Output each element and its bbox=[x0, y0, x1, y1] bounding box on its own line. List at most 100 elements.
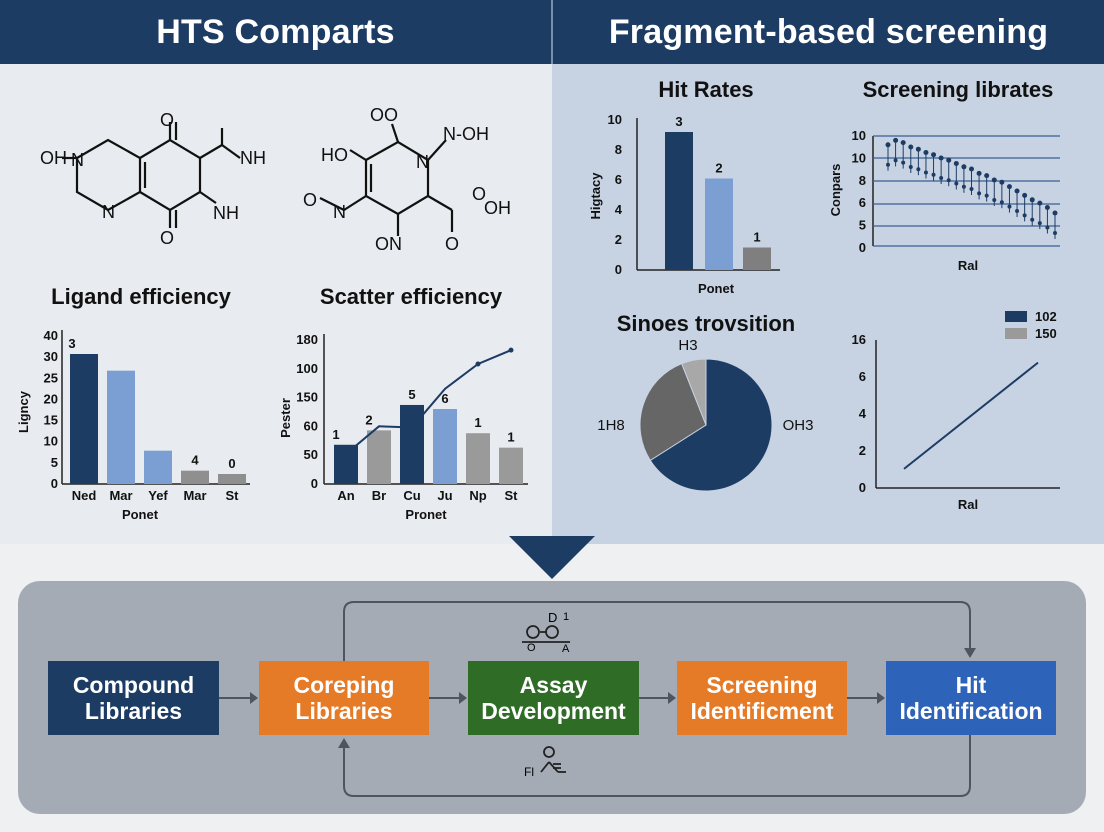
library-point bbox=[1022, 192, 1028, 198]
ligand-xtick: Yef bbox=[148, 488, 168, 503]
legend-label-2: 150 bbox=[1035, 326, 1057, 341]
scatter-ytick: 100 bbox=[296, 361, 318, 376]
library-xlabel: Ral bbox=[958, 258, 978, 273]
library-point-low bbox=[946, 178, 951, 183]
workflow-connectors bbox=[219, 601, 971, 797]
ligand-bar bbox=[181, 470, 209, 484]
scatter-xtick: Ju bbox=[437, 488, 452, 503]
library-point-low bbox=[1007, 204, 1012, 209]
library-ytick: 8 bbox=[859, 173, 866, 188]
mol1-n1-label: N bbox=[71, 150, 84, 170]
hit-bar bbox=[665, 132, 693, 270]
step-coreping-libraries[interactable]: Coreping Libraries bbox=[259, 661, 429, 735]
library-point-low bbox=[977, 191, 982, 196]
scatter-trend-point bbox=[475, 361, 481, 367]
scatter-xtick: Np bbox=[469, 488, 486, 503]
library-point bbox=[1029, 197, 1035, 203]
ligand-data-label: 4 bbox=[191, 453, 199, 468]
library-point bbox=[938, 155, 944, 161]
arrowhead-down-icon bbox=[964, 648, 976, 658]
library-point-low bbox=[954, 181, 959, 186]
ligand-ytick: 25 bbox=[44, 370, 58, 385]
line-series bbox=[903, 361, 1039, 470]
library-point bbox=[946, 157, 952, 163]
pie-slice bbox=[639, 362, 707, 462]
hit-ytick: 8 bbox=[615, 142, 622, 157]
pie-label-right: OH3 bbox=[783, 417, 814, 434]
scatter-bar bbox=[334, 444, 358, 484]
library-point-low bbox=[923, 170, 928, 175]
library-ytick: 0 bbox=[859, 240, 866, 255]
library-point-low bbox=[999, 200, 1004, 205]
library-point bbox=[1006, 184, 1012, 190]
library-point bbox=[1037, 200, 1043, 206]
hit-ylabel: Higtacy bbox=[588, 172, 603, 220]
library-point bbox=[893, 137, 899, 143]
hit-data-label: 1 bbox=[753, 230, 760, 245]
library-point bbox=[908, 144, 914, 150]
scatter-bar bbox=[466, 433, 490, 484]
step-compound-libraries[interactable]: Compound Libraries bbox=[48, 661, 219, 735]
library-point-low bbox=[908, 165, 913, 169]
library-point-low bbox=[1053, 231, 1057, 235]
hit-bar bbox=[705, 178, 733, 270]
hit-bar bbox=[743, 247, 771, 270]
ligand-ytick: 30 bbox=[44, 349, 58, 364]
scatter-chart-title: Scatter efficiency bbox=[320, 284, 503, 309]
mol1-o-bot-label: O bbox=[160, 228, 174, 248]
hit-ytick: 10 bbox=[608, 112, 622, 127]
arrowhead-1-icon bbox=[250, 692, 258, 704]
step-hit-identification[interactable]: Hit Identification bbox=[886, 661, 1056, 735]
library-point-low bbox=[1022, 213, 1027, 218]
scatter-xtick: Br bbox=[372, 488, 386, 503]
mol2-oo-label: OO bbox=[370, 105, 398, 125]
ligand-xtick: Ned bbox=[72, 488, 97, 503]
library-point bbox=[923, 150, 929, 155]
library-point-low bbox=[1030, 217, 1035, 222]
step-screening-label: Screening Identificment bbox=[690, 672, 834, 724]
library-point bbox=[900, 140, 906, 146]
scatter-ytick: 60 bbox=[304, 418, 318, 433]
library-point bbox=[885, 142, 891, 148]
mol2-ho-label: HO bbox=[321, 145, 348, 165]
scatter-data-label: 2 bbox=[365, 412, 372, 427]
step-hit-label: Hit Identification bbox=[899, 672, 1043, 724]
scatter-data-label: 6 bbox=[441, 391, 448, 406]
hit-ytick: 0 bbox=[615, 262, 622, 277]
ligand-xtick: St bbox=[226, 488, 240, 503]
scatter-ytick: 180 bbox=[296, 332, 318, 347]
library-ytick: 10 bbox=[852, 150, 866, 165]
ligand-ytick: 20 bbox=[44, 391, 58, 406]
mol2-o-right-label: O bbox=[472, 184, 486, 204]
ligand-ylabel: Ligncy bbox=[16, 390, 31, 433]
ligand-data-label: 0 bbox=[228, 456, 235, 471]
scatter-ytick: 150 bbox=[296, 390, 318, 405]
line-ytick: 4 bbox=[859, 406, 867, 421]
library-point bbox=[976, 170, 982, 176]
step-screening-identificment[interactable]: Screening Identificment bbox=[677, 661, 847, 735]
bottom-icon-label-fl: Fl bbox=[524, 765, 534, 779]
line-xlabel: Ral bbox=[958, 497, 978, 512]
library-point-low bbox=[886, 162, 890, 167]
step-coreping-label: Coreping Libraries bbox=[293, 672, 395, 724]
hit-ytick: 6 bbox=[615, 172, 622, 187]
mol2-o-left-label: O bbox=[303, 190, 317, 210]
library-point bbox=[969, 166, 974, 172]
ligand-ytick: 0 bbox=[51, 476, 58, 491]
scatter-ylabel: Pester bbox=[278, 398, 293, 438]
header-left-title: HTS Comparts bbox=[0, 0, 551, 64]
library-ytick: 6 bbox=[859, 195, 866, 210]
legend-label-1: 102 bbox=[1035, 309, 1057, 324]
step-assay-development[interactable]: Assay Development bbox=[468, 661, 639, 735]
library-point bbox=[1052, 210, 1058, 216]
mol2-oh-right-label: OH bbox=[484, 198, 511, 218]
library-chart-title: Screening librates bbox=[863, 77, 1054, 102]
scatter-ytick: 0 bbox=[311, 476, 318, 491]
library-point bbox=[999, 179, 1005, 185]
library-point bbox=[1014, 188, 1020, 194]
top-icon-label-d: D bbox=[548, 610, 557, 625]
molecule-top-icon bbox=[522, 625, 570, 643]
ligand-xtick: Mar bbox=[183, 488, 206, 503]
scatter-bar bbox=[367, 430, 391, 484]
mol2-n-oh-label: N-OH bbox=[443, 124, 489, 144]
